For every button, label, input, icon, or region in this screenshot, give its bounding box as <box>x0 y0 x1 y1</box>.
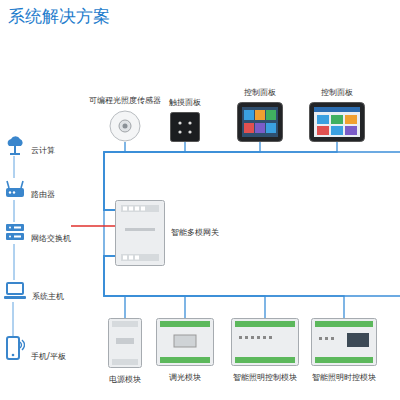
device-node: 触摸面板 <box>169 98 201 142</box>
device-label: 系统主机 <box>32 292 64 302</box>
device-node: 系统主机 <box>4 280 64 302</box>
device-label: 调光模块 <box>169 373 201 383</box>
device-label: 触摸面板 <box>169 98 201 108</box>
device-node: 可编程光照度传感器 <box>89 96 161 142</box>
device-icon <box>156 318 214 366</box>
device-label: 云计算 <box>31 146 55 156</box>
device-node: 路由器 <box>5 178 55 200</box>
device-icon <box>5 134 25 156</box>
device-icon <box>170 112 200 142</box>
device-label: 电源模块 <box>109 375 141 385</box>
connector-line <box>14 244 15 280</box>
device-icon <box>5 178 25 200</box>
device-icon <box>5 222 25 244</box>
device-node: 智能照明时控模块 <box>311 318 377 383</box>
device-label: 智能照明时控模块 <box>312 373 376 383</box>
device-icon <box>115 200 165 266</box>
device-label: 智能多模网关 <box>171 228 219 238</box>
device-label: 控制面板 <box>244 88 276 98</box>
device-icon <box>231 318 299 366</box>
device-icon <box>5 336 25 362</box>
device-node: 手机/平板 <box>5 336 66 362</box>
device-label: 可编程光照度传感器 <box>89 96 161 106</box>
device-node: 控制面板 <box>309 88 365 142</box>
device-label: 智能照明控制模块 <box>233 373 297 383</box>
device-icon <box>4 280 26 302</box>
device-icon <box>237 102 283 142</box>
device-icon <box>309 102 365 142</box>
device-node: 电源模块 <box>108 318 142 385</box>
device-icon <box>109 110 141 142</box>
device-label: 手机/平板 <box>31 352 66 362</box>
connector-line <box>13 302 14 336</box>
device-label: 控制面板 <box>321 88 353 98</box>
connector-line <box>14 200 15 222</box>
connector-line <box>71 225 115 226</box>
device-label: 网络交换机 <box>31 234 71 244</box>
device-node: 控制面板 <box>237 88 283 142</box>
page-title: 系统解决方案 <box>8 5 110 28</box>
connector-line <box>14 156 15 178</box>
device-node: 智能照明控制模块 <box>231 318 299 383</box>
connector-line <box>104 142 337 210</box>
device-node: 网络交换机 <box>5 222 71 244</box>
device-icon <box>311 318 377 366</box>
device-label: 路由器 <box>31 190 55 200</box>
device-node: 调光模块 <box>156 318 214 383</box>
device-node: 智能多模网关 <box>115 200 219 266</box>
device-icon <box>108 318 142 368</box>
device-node: 云计算 <box>5 134 55 156</box>
